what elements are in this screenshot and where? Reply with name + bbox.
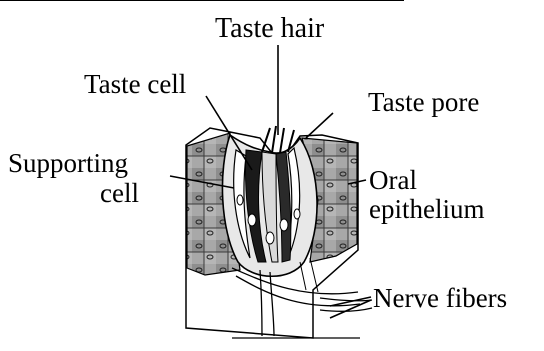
label-nerve-fibers: Nerve fibers: [373, 283, 507, 313]
taste-pore-pointer: [306, 113, 333, 138]
label-oral-epithelium-line1: Oral: [369, 165, 417, 195]
label-taste-pore: Taste pore: [368, 87, 479, 117]
label-oral-epithelium-line2: epithelium: [369, 194, 484, 224]
label-taste-hair: Taste hair: [215, 14, 324, 44]
label-taste-cell: Taste cell: [84, 69, 186, 99]
label-supporting-cell-line1: Supporting: [8, 148, 128, 178]
taste-bud: [222, 126, 317, 276]
label-supporting-cell-line2: cell: [100, 178, 139, 208]
